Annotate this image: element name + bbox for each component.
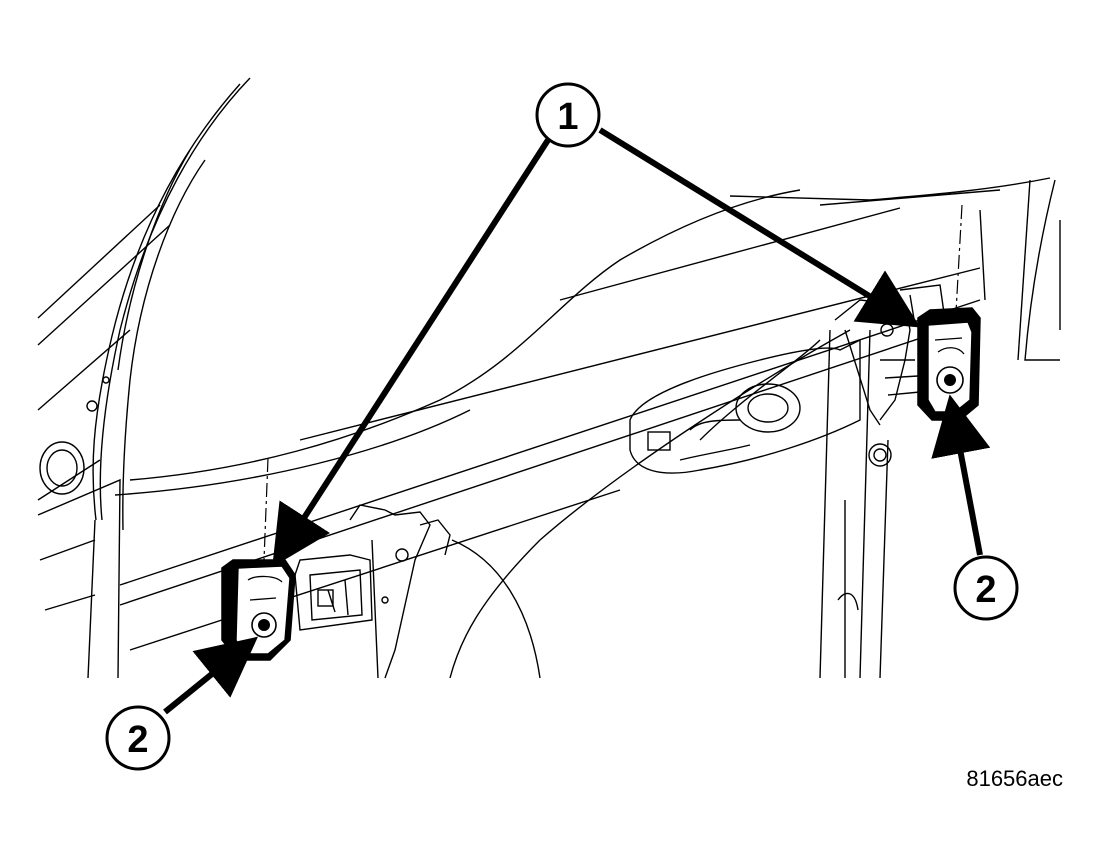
leader-arrow-1-right xyxy=(598,127,921,328)
svg-text:2: 2 xyxy=(975,569,996,611)
right-glass-clip xyxy=(917,307,981,421)
leader-arrows xyxy=(163,127,991,715)
svg-text:2: 2 xyxy=(127,719,148,761)
callout-2-right: 2 xyxy=(953,555,1019,621)
callout-1: 1 xyxy=(535,82,601,148)
leader-arrow-2-left xyxy=(163,636,258,715)
door-frame-outline xyxy=(37,77,1061,679)
leader-arrow-1-left xyxy=(272,138,551,568)
left-glass-clip xyxy=(221,559,296,661)
figure-id: 81656aec xyxy=(966,766,1063,791)
leader-arrow-2-right xyxy=(931,394,991,556)
callout-2-left: 2 xyxy=(105,705,171,771)
svg-text:1: 1 xyxy=(557,96,578,138)
